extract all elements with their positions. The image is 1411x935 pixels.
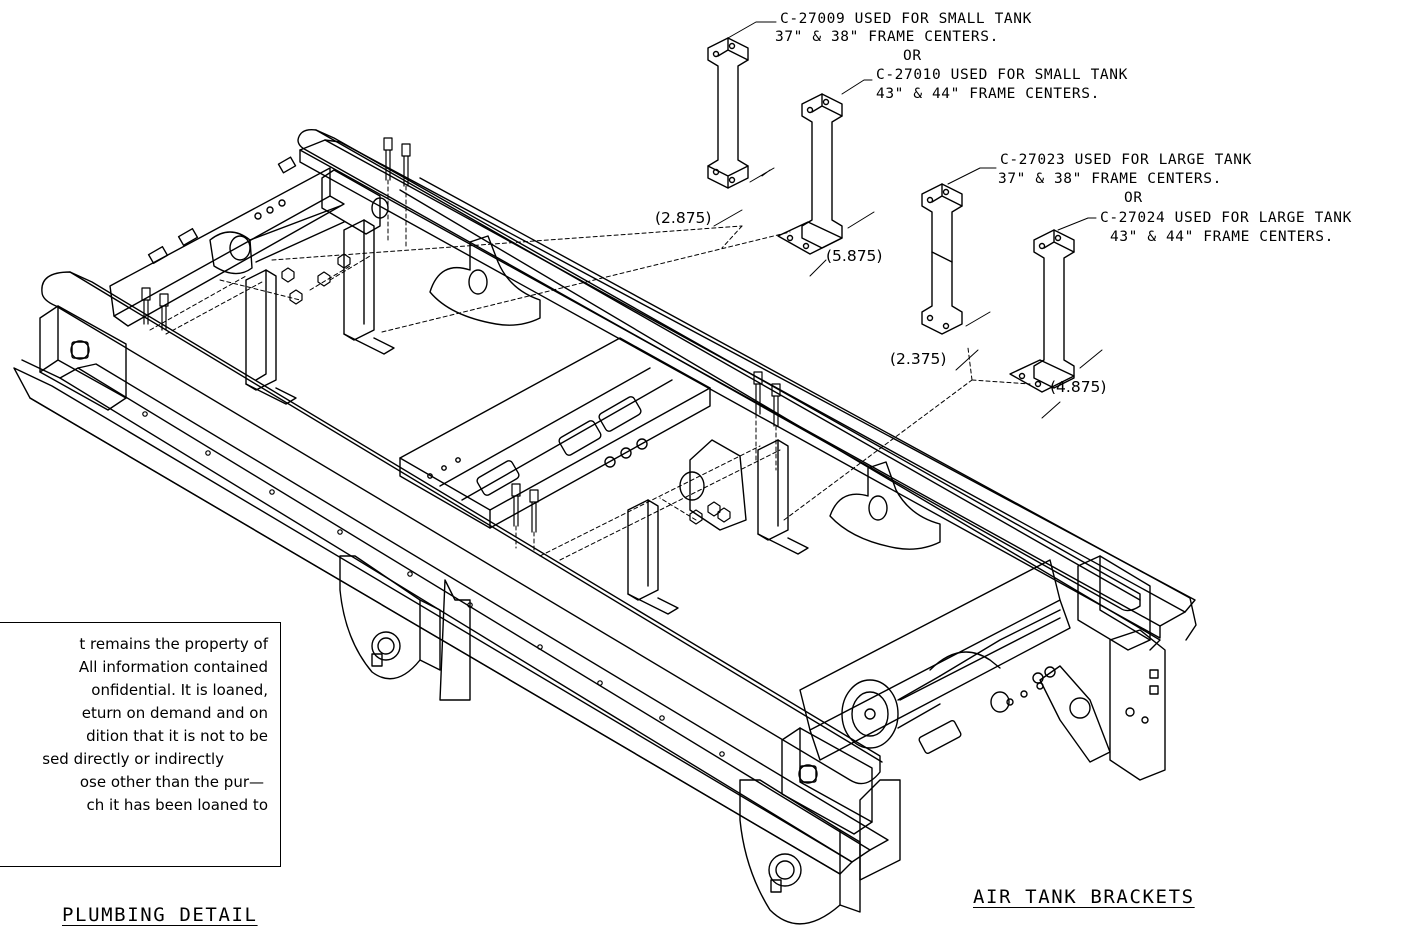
dimension-4875: (4.875) xyxy=(1050,378,1107,396)
notice-line: dition that it is not to be xyxy=(86,727,268,745)
notice-line: ch it has been loaned to xyxy=(86,796,269,814)
hardware xyxy=(141,137,781,533)
cross-members xyxy=(109,156,1071,761)
callout-c27009-centers: 37" & 38" FRAME CENTERS. xyxy=(775,29,999,45)
callout-c27024-centers: 43" & 44" FRAME CENTERS. xyxy=(1110,229,1334,245)
installed-brackets xyxy=(245,219,809,615)
dimension-2875: (2.875) xyxy=(655,209,712,227)
notice-line: sed directly or indirectly xyxy=(42,750,224,768)
air-components xyxy=(209,197,1061,749)
upper-tubes xyxy=(41,129,1141,785)
callout-leaders xyxy=(727,21,1097,231)
tank-saddles xyxy=(429,235,941,550)
callout-c27010-part: C-27010 USED FOR SMALL TANK xyxy=(876,67,1128,83)
callout-small-or: OR xyxy=(903,48,922,64)
exploded-bracket-c27009 xyxy=(707,37,749,189)
notice-line: eturn on demand and on xyxy=(81,704,268,722)
plumbing-detail-title: PLUMBING DETAIL xyxy=(62,904,258,926)
assembly-leaders xyxy=(149,179,1031,561)
callout-c27023-centers: 37" & 38" FRAME CENTERS. xyxy=(998,171,1222,187)
proprietary-notice-box: t remains the property of All informatio… xyxy=(0,622,281,867)
dimension-5875: (5.875) xyxy=(826,247,883,265)
callout-c27010-centers: 43" & 44" FRAME CENTERS. xyxy=(876,86,1100,102)
hangers xyxy=(339,555,1166,925)
frame-side-rails xyxy=(13,139,1197,875)
notice-line: ose other than the pur— xyxy=(79,773,264,791)
callout-c27024-part: C-27024 USED FOR LARGE TANK xyxy=(1100,210,1352,226)
notice-line: t remains the property of xyxy=(79,635,268,653)
callout-c27009-part: C-27009 USED FOR SMALL TANK xyxy=(780,11,1032,27)
exploded-bracket-c27010 xyxy=(777,93,843,255)
air-tank-brackets-title: AIR TANK BRACKETS xyxy=(973,886,1195,908)
exploded-bracket-c27023 xyxy=(921,183,963,335)
dimension-2375: (2.375) xyxy=(890,350,947,368)
notice-line: onfidential. It is loaned, xyxy=(91,681,268,699)
dimension-lines xyxy=(713,167,1103,419)
exploded-bracket-c27024 xyxy=(1009,229,1075,393)
callout-c27023-part: C-27023 USED FOR LARGE TANK xyxy=(1000,152,1252,168)
end-caps xyxy=(39,169,1151,835)
callout-large-or: OR xyxy=(1124,190,1143,206)
notice-line: All information contained xyxy=(78,658,268,676)
